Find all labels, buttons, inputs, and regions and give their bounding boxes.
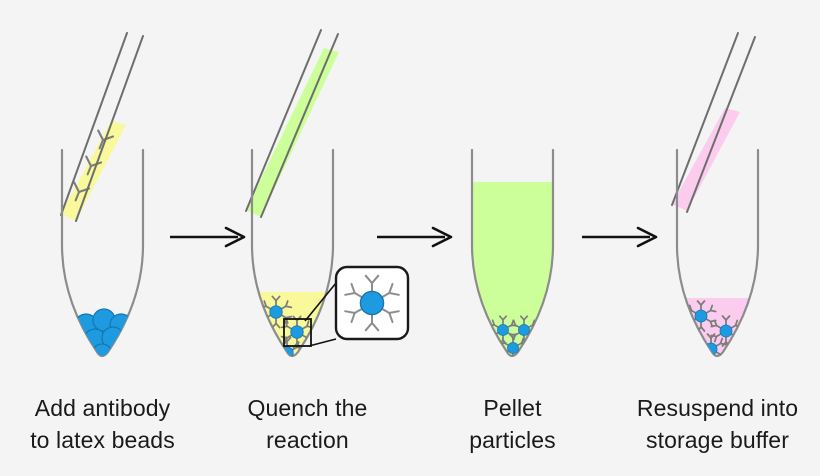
panel-resuspend-storage-buffer: Resuspend into storage buffer bbox=[615, 0, 820, 476]
panel-2-diagram bbox=[245, 29, 410, 358]
resuspended-bead-cluster bbox=[685, 300, 742, 356]
tube-outline bbox=[675, 148, 760, 358]
arrow-step-2-to-3 bbox=[377, 226, 453, 248]
arrow-step-1-to-2 bbox=[170, 226, 246, 248]
pipette-outline bbox=[60, 32, 144, 222]
panel-4-caption: Resuspend into storage buffer bbox=[615, 392, 820, 456]
caption-line-2: storage buffer bbox=[646, 427, 789, 453]
magnified-bead-inset bbox=[334, 265, 410, 341]
panel-3-diagram bbox=[470, 148, 555, 358]
latex-bead-cluster bbox=[74, 308, 133, 356]
caption-line-1: Pellet bbox=[483, 395, 542, 421]
conjugated-bead bbox=[685, 300, 717, 332]
caption-line-2: to latex beads bbox=[30, 427, 175, 453]
pipette-liquid-storage bbox=[672, 108, 740, 211]
caption-line-2: reaction bbox=[266, 427, 349, 453]
panel-4-diagram bbox=[671, 32, 760, 358]
magnifier-connector-lines bbox=[304, 282, 337, 347]
tube-liquid-storage-buffer bbox=[677, 298, 758, 356]
conjugated-bead bbox=[259, 295, 293, 329]
panel-1-caption: Add antibody to latex beads bbox=[0, 392, 205, 456]
caption-line-1: Resuspend into bbox=[636, 395, 799, 421]
latex-bead-core bbox=[359, 290, 385, 316]
panel-2-caption: Quench the reaction bbox=[205, 392, 410, 456]
caption-line-2: particles bbox=[469, 427, 556, 453]
panel-pellet-particles: Pellet particles bbox=[410, 0, 615, 476]
panel-quench-reaction: Quench the reaction bbox=[205, 0, 410, 476]
pipette-outline bbox=[245, 29, 339, 218]
pellet-bead-cluster bbox=[488, 315, 539, 356]
caption-line-1: Quench the bbox=[247, 395, 368, 421]
pipette-outline bbox=[671, 32, 756, 213]
caption-line-1: Add antibody bbox=[34, 395, 171, 421]
pipette-liquid-quench bbox=[246, 48, 339, 217]
panel-3-caption: Pellet particles bbox=[410, 392, 615, 456]
magnifier-selection-box bbox=[283, 318, 312, 347]
arrow-step-3-to-4 bbox=[582, 226, 658, 248]
panel-1-diagram bbox=[60, 32, 145, 358]
panel-add-antibody: Add antibody to latex beads bbox=[0, 0, 205, 476]
